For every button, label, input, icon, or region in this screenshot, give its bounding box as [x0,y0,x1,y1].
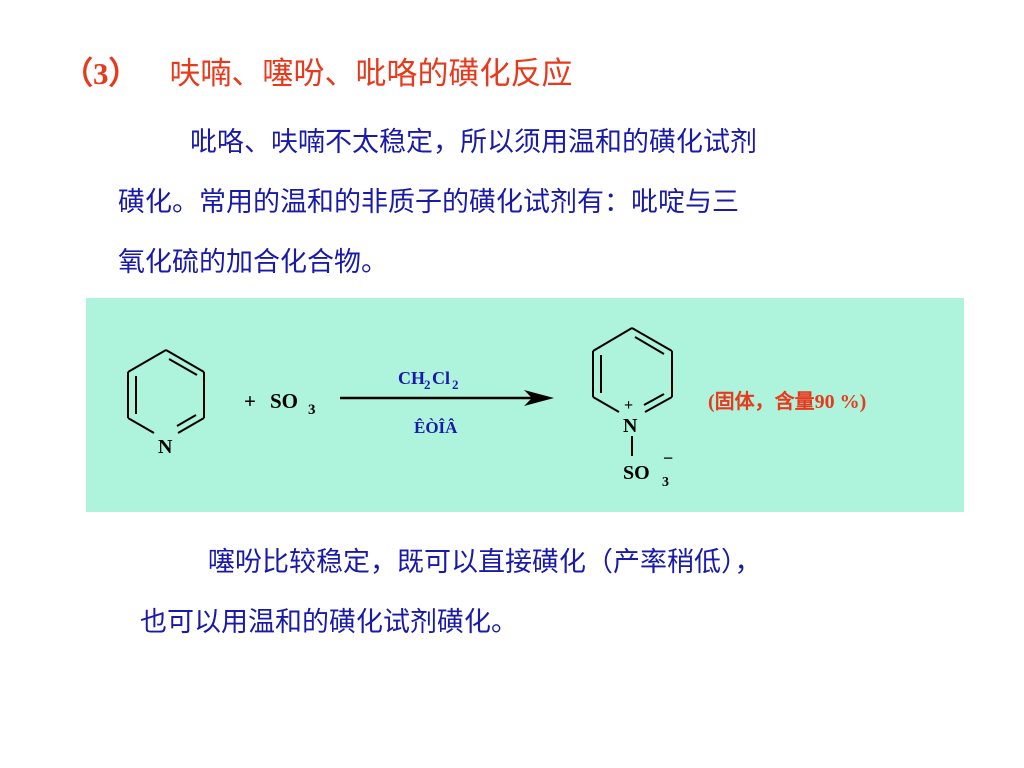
slide-title: （3） 呋喃、噻吩、吡咯的磺化反应 [62,48,573,93]
product-nitrogen: N [623,415,638,437]
reaction-scheme: N + SO 3 CH 2 Cl 2 ÊÒÎÂ [86,298,964,512]
reaction-scheme-box: N + SO 3 CH 2 Cl 2 ÊÒÎÂ [86,298,964,512]
paragraph1-line1: 吡咯、呋喃不太稳定，所以须用温和的磺化试剂 [190,127,757,158]
product-so-subscript: 3 [662,475,669,490]
solvent-ch: CH [398,368,425,388]
reagent-subscript: 3 [308,402,316,418]
product-charge-plus: + [624,397,633,414]
reagent-so: SO [270,389,298,413]
reaction-condition: ÊÒÎÂ [414,418,458,437]
reaction-arrow-head [524,390,554,406]
title-number: （3） [62,56,140,91]
title-text: 呋喃、噻吩、吡咯的磺化反应 [169,56,573,92]
solvent-sub2: 2 [452,377,459,392]
paragraph1-line2: 磺化。常用的温和的非质子的磺化试剂有：吡啶与三 [118,187,739,218]
plus-sign: + [244,389,256,413]
paragraph2-line1: 噻吩比较稳定，既可以直接磺化（产率稍低）， [208,547,762,578]
pyridine-nitrogen: N [158,436,173,458]
product-note: (固体，含量90 %) [708,389,866,413]
pyridinium-structure [592,327,673,456]
pyridine-structure [127,349,205,434]
solvent-sub1: 2 [424,377,431,392]
product-so: SO [623,462,650,484]
product-so-charge: − [663,448,673,468]
paragraph2-line2: 也可以用温和的磺化试剂磺化。 [140,607,518,638]
solvent-cl: Cl [432,368,450,388]
paragraph1-line3: 氧化硫的加合化合物。 [118,247,388,278]
paragraph-pyrrole-furan: 吡咯、呋喃不太稳定，所以须用温和的磺化试剂 磺化。常用的温和的非质子的磺化试剂有… [118,113,918,293]
paragraph-thiophene: 噻吩比较稳定，既可以直接磺化（产率稍低）， 也可以用温和的磺化试剂磺化。 [140,533,940,653]
